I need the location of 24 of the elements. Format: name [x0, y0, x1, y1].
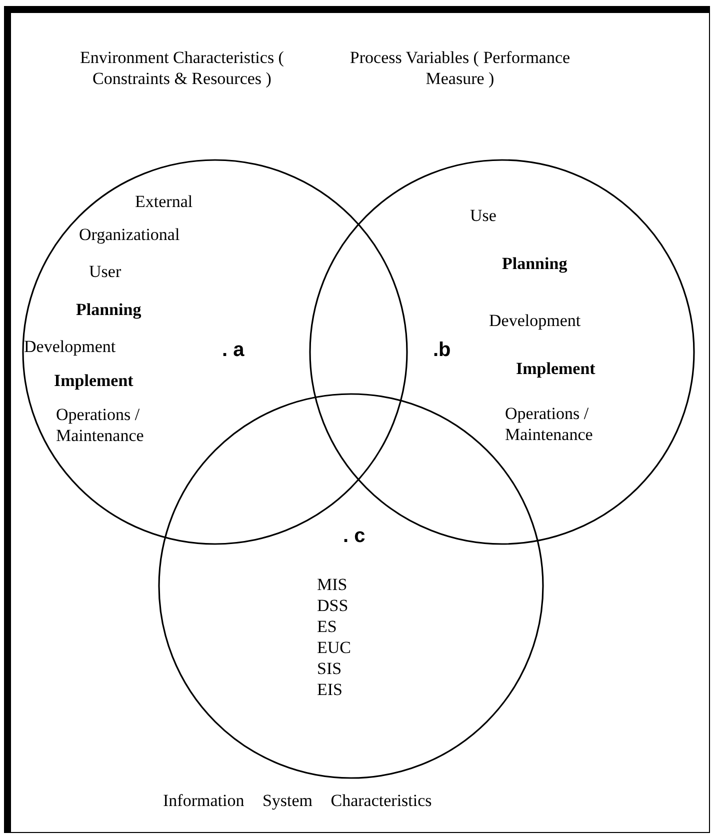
- phase-label: Planning: [76, 299, 142, 320]
- list-item: User: [89, 261, 122, 282]
- list-item: DSS: [317, 595, 348, 616]
- list-item: Operations / Maintenance: [505, 403, 594, 445]
- list-item: Use: [470, 205, 496, 226]
- phase-label: Planning: [502, 253, 568, 274]
- category-heading: Information System Characteristics: [163, 790, 433, 811]
- list-item: EIS: [317, 679, 342, 700]
- list-item: EUC: [317, 637, 351, 658]
- list-item: External: [135, 191, 193, 212]
- phase-label: Implement: [54, 370, 134, 391]
- list-item: MIS: [317, 574, 348, 595]
- set-label: . a: [222, 340, 244, 361]
- set-label: .b: [433, 340, 451, 361]
- list-item: SIS: [317, 658, 342, 679]
- list-item: Organizational: [79, 224, 180, 245]
- category-heading: Environment Characteristics ( Constraints & Resources ): [79, 47, 285, 89]
- list-item: Operations / Maintenance: [56, 404, 145, 446]
- list-item: Development: [489, 310, 581, 331]
- list-item: ES: [317, 616, 337, 637]
- set-label: . c: [343, 526, 366, 547]
- category-heading: Process Variables ( Performance Measure ): [348, 47, 572, 89]
- phase-label: Implement: [516, 358, 596, 379]
- list-item: Development: [24, 336, 116, 357]
